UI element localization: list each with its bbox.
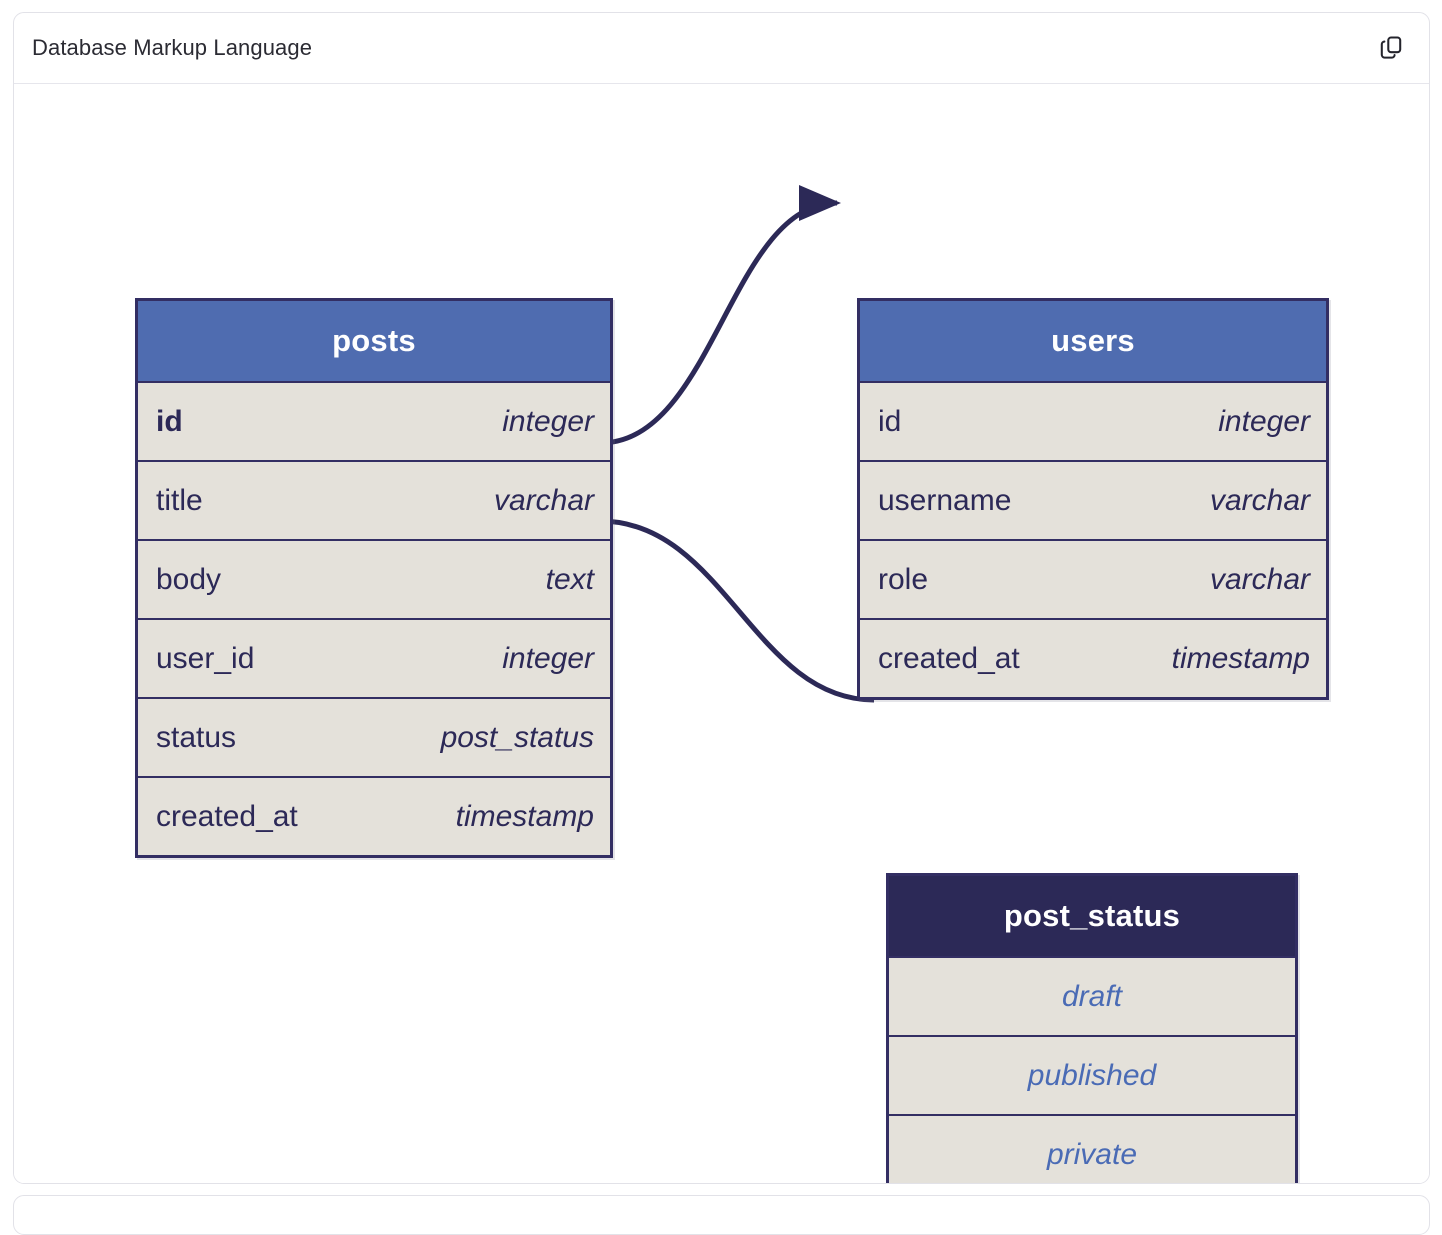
column-type: varchar [493,483,594,517]
edge-posts-user-id-to-users-id [599,185,841,446]
column-name: title [156,483,203,517]
column-name: id [878,404,902,438]
table-row[interactable]: username varchar [860,460,1326,539]
table-row[interactable]: role varchar [860,539,1326,618]
column-name: user_id [156,641,255,675]
copy-button[interactable] [1374,31,1408,65]
table-row[interactable]: id integer [138,381,610,460]
diagram-canvas: * 1 posts id integer title varchar body … [14,84,1429,1183]
column-name: created_at [156,799,298,833]
copy-icon [1378,34,1404,63]
column-name: role [878,562,929,596]
column-type: varchar [1209,562,1310,596]
column-name: created_at [878,641,1020,675]
enum-value: private [1046,1137,1138,1171]
column-type: integer [502,404,594,438]
edge-posts-status-to-post-status [599,518,875,703]
column-name: body [156,562,222,596]
column-type: integer [502,641,594,675]
entity-post-status-title: post_status [889,876,1295,956]
column-name: status [156,720,237,754]
enum-value-row[interactable]: private [889,1114,1295,1183]
column-type: text [545,562,594,596]
enum-value: published [1027,1058,1157,1092]
column-name: id [156,404,183,438]
entity-posts-title: posts [138,301,610,381]
entity-users[interactable]: users id integer username varchar role v… [857,298,1329,700]
page-title: Database Markup Language [32,35,313,60]
entity-posts[interactable]: posts id integer title varchar body text… [135,298,613,858]
column-type: post_status [440,720,594,754]
card-header: Database Markup Language [14,13,1429,84]
entity-post-status[interactable]: post_status draft published private [886,873,1298,1183]
table-row[interactable]: status post_status [138,697,610,776]
enum-value: draft [1061,979,1123,1013]
enum-value-row[interactable]: published [889,1035,1295,1114]
table-row[interactable]: created_at timestamp [860,618,1326,697]
table-row[interactable]: id integer [860,381,1326,460]
column-type: timestamp [1171,641,1310,675]
column-type: timestamp [455,799,594,833]
enum-value-row[interactable]: draft [889,956,1295,1035]
column-type: integer [1218,404,1310,438]
entity-users-title: users [860,301,1326,381]
next-card-peek [13,1195,1430,1235]
table-row[interactable]: body text [138,539,610,618]
diagram-card: Database Markup Language * [13,12,1430,1184]
table-row[interactable]: title varchar [138,460,610,539]
table-row[interactable]: created_at timestamp [138,776,610,855]
column-name: username [878,483,1012,517]
table-row[interactable]: user_id integer [138,618,610,697]
column-type: varchar [1209,483,1310,517]
